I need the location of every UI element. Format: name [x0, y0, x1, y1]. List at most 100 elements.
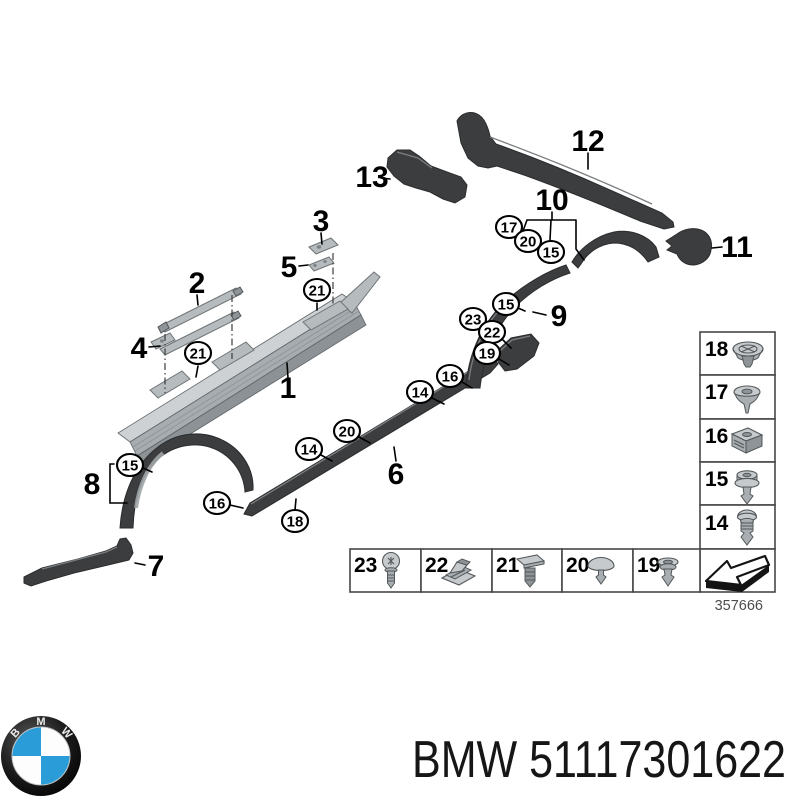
- part-callout-2: 2: [189, 267, 206, 300]
- bracket-part-10: [522, 211, 585, 261]
- legend-label-21: 21: [496, 554, 520, 577]
- svg-text:14: 14: [412, 385, 429, 402]
- expanding-rivet-icon: [734, 470, 760, 505]
- dome-plug-icon: [587, 556, 615, 585]
- leader-callout-21a: [195, 365, 199, 378]
- leader-part-3: [320, 232, 323, 245]
- icon-detail: [740, 486, 754, 505]
- icon-detail: [387, 557, 395, 565]
- part-11-shape: [665, 228, 712, 266]
- svg-text:18: 18: [287, 514, 304, 531]
- circled-callout-14a: 14: [405, 379, 435, 405]
- part-callout-1: 1: [280, 372, 297, 405]
- logo-letter-m: M: [36, 716, 45, 728]
- plain-callouts: 1 2 3 4 5 6 7 8 9 10 11 12 13: [84, 125, 753, 583]
- legend-label-18: 18: [705, 338, 729, 361]
- icon-detail: [732, 347, 764, 361]
- rail-upper-tab-right: [232, 286, 244, 297]
- part-13-corner-piece: [386, 149, 468, 204]
- circled-callout-20b: 20: [332, 418, 362, 444]
- part-7-front-trim: [23, 537, 134, 587]
- svg-text:20: 20: [520, 234, 537, 251]
- part-callout-6: 6: [388, 458, 405, 491]
- legend-label-20: 20: [566, 554, 589, 577]
- svg-text:16: 16: [209, 496, 226, 513]
- svg-text:14: 14: [301, 442, 318, 459]
- part-6-end-cap: [497, 333, 540, 372]
- part-10-rear-arch-upper: [571, 230, 660, 269]
- leader-part-4: [148, 345, 161, 348]
- part-10-arc: [571, 230, 660, 269]
- icon-detail: [733, 439, 745, 449]
- part-5-bracket: [308, 256, 335, 272]
- icon-detail: [745, 434, 763, 454]
- icon-detail: [741, 388, 753, 395]
- part-callout-3: 3: [313, 205, 330, 238]
- leader-part-6: [393, 446, 397, 462]
- icon-detail: [734, 393, 760, 414]
- part-4-hole: [160, 339, 164, 343]
- circled-callouts: 21 21 17 20 15 15 23 22 19 16 14 20 14 1…: [115, 214, 566, 534]
- logo-quadrant-br: [41, 756, 70, 785]
- legend-cell-14: [699, 504, 776, 550]
- part-callout-4: 4: [131, 332, 148, 365]
- part-2-rail: [157, 286, 244, 356]
- svg-text:21: 21: [190, 346, 207, 363]
- leader-callout-16b: [229, 504, 244, 509]
- leader-callout-14a: [431, 397, 445, 405]
- rail-lower-tab-right: [230, 310, 242, 321]
- cage-nut-icon: [730, 427, 764, 454]
- screw-grommet-clip-icon: [732, 341, 764, 368]
- icon-detail: [738, 344, 758, 354]
- leader-part-11: [711, 246, 723, 249]
- icon-detail: [661, 568, 675, 587]
- leader-callout-14b: [320, 454, 333, 462]
- logo-quadrant-bl: [12, 756, 41, 785]
- rail-lower: [159, 311, 240, 356]
- icon-detail: [741, 525, 753, 530]
- logo-quadrant-tl: [12, 727, 41, 756]
- arrow-body: [704, 554, 771, 587]
- circled-callout-17: 17: [494, 214, 524, 240]
- circled-callout-22: 22: [477, 319, 507, 345]
- expansion-clip-icon: [515, 554, 546, 588]
- icon-detail: [523, 560, 545, 569]
- icon-detail: [663, 559, 673, 565]
- leader-part-1: [286, 362, 289, 379]
- legend-label-17: 17: [705, 381, 728, 404]
- svg-text:22: 22: [484, 325, 501, 342]
- circled-callout-14b: 14: [294, 436, 324, 462]
- assembly-axes: [164, 253, 334, 393]
- circled-callout-15c: 15: [115, 452, 145, 478]
- circled-callout-16b: 16: [202, 490, 232, 516]
- bracket-part-8: [109, 463, 128, 504]
- circled-callout-15a: 15: [536, 239, 566, 265]
- svg-text:23: 23: [465, 312, 482, 329]
- svg-text:15: 15: [122, 458, 139, 475]
- expanding-rivet-clip-icon: [736, 509, 758, 546]
- part-callout-13: 13: [355, 161, 388, 194]
- part-callout-11: 11: [721, 231, 753, 264]
- part-1-end-fin: [339, 271, 381, 314]
- legend-label-14: 14: [705, 512, 729, 535]
- svg-text:19: 19: [479, 346, 496, 363]
- part-6-rocker-trim: [243, 333, 540, 517]
- cone-rivet-clip-icon: [733, 385, 761, 414]
- part-5-hole-2: [323, 260, 327, 263]
- rivet-clip-icon: [657, 557, 679, 587]
- legend-label-15: 15: [705, 468, 729, 491]
- icon-detail: [742, 472, 752, 478]
- part-3-bracket: [308, 237, 339, 255]
- icon-detail: [387, 574, 395, 582]
- legend-label-19: 19: [637, 554, 660, 577]
- icon-detail: [524, 567, 536, 588]
- fastener-legend: 18 17 16 15 14 23 22 21 20 19: [349, 331, 776, 593]
- icon-detail: [740, 345, 756, 353]
- icon-detail: [742, 432, 752, 437]
- mount-pad-1: [149, 370, 191, 399]
- icon-detail: [741, 355, 755, 368]
- icon-detail: [525, 571, 535, 581]
- svg-text:15: 15: [498, 297, 515, 314]
